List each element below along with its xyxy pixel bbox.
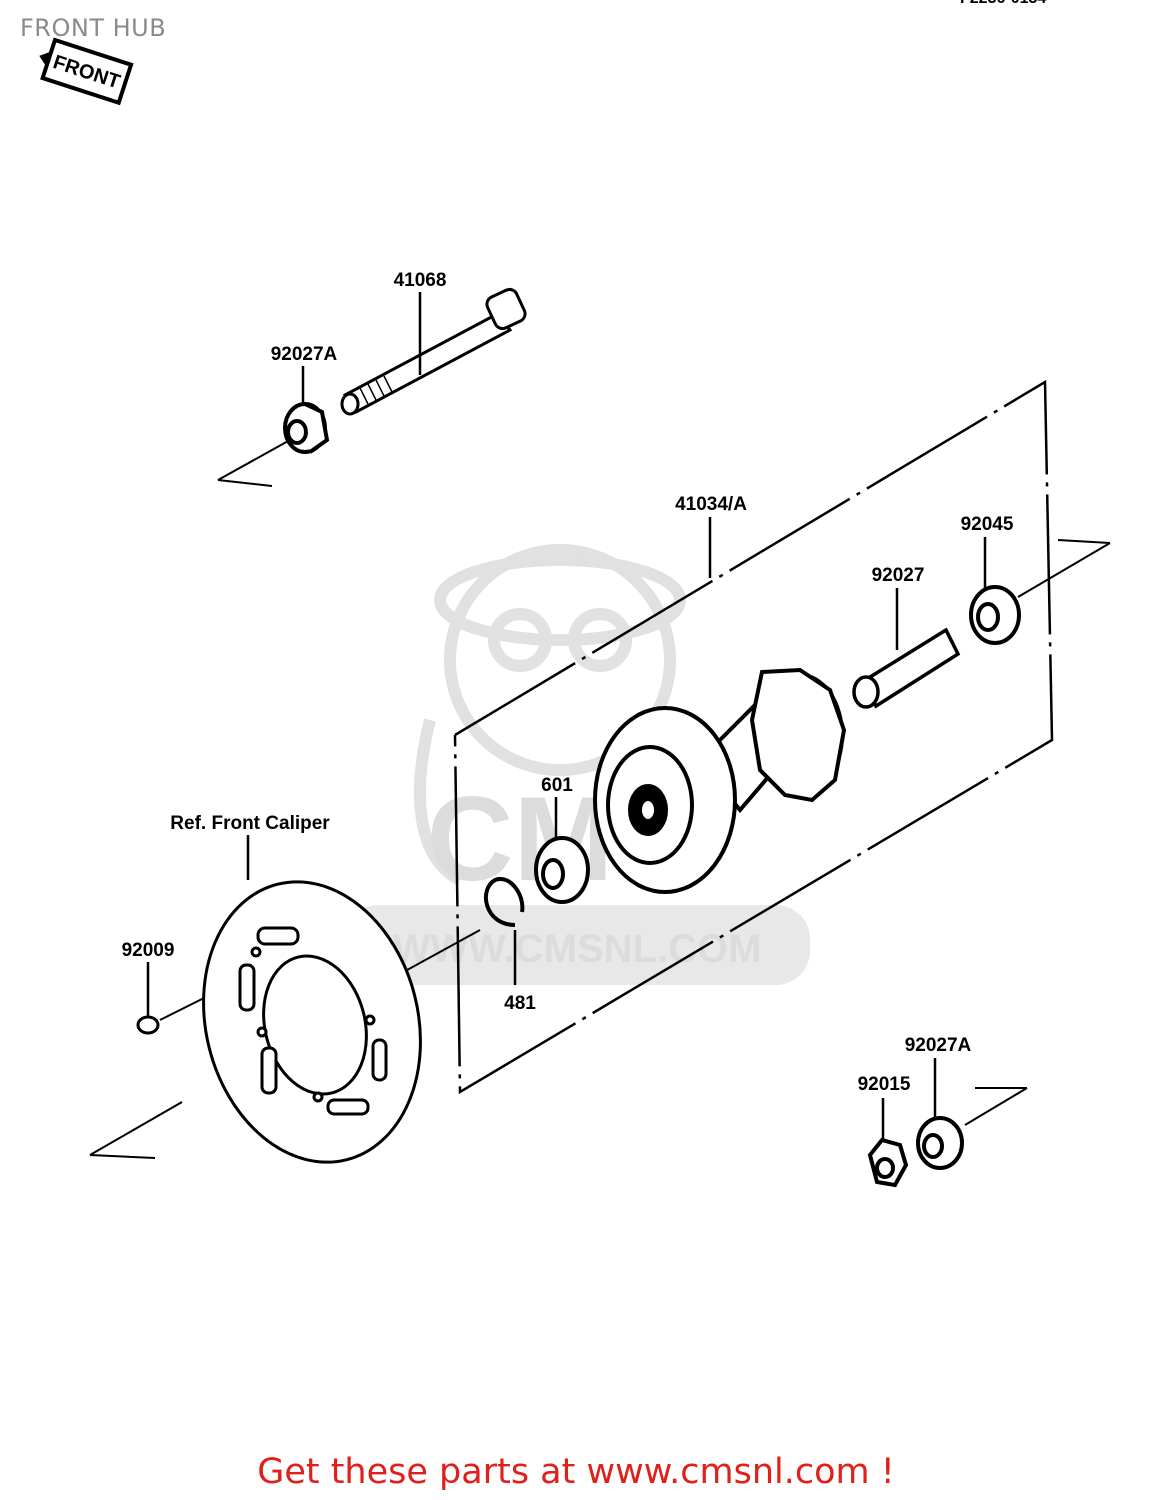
diagram-title: FRONT HUB: [20, 14, 167, 42]
axle-part[interactable]: [340, 287, 528, 416]
footer-cta-link[interactable]: Get these parts at www.cmsnl.com !: [257, 1452, 895, 1492]
spacer-part[interactable]: [852, 627, 961, 709]
bearing-left-part[interactable]: [534, 836, 590, 904]
label-bearing-right: 92045: [961, 514, 1014, 535]
collar-lower-part[interactable]: [916, 1116, 964, 1170]
label-axle: 41068: [394, 270, 447, 291]
label-collar-lower: 92027A: [905, 1035, 972, 1056]
disc-bolt-part[interactable]: [136, 1015, 160, 1035]
exploded-parts-diagram: WWW.CMSNL.COM CMS FRONT: [39, 37, 1111, 1188]
circlip-part[interactable]: [484, 876, 525, 927]
diagram-code: F2236-0134: [960, 0, 1046, 8]
axle-nut-part[interactable]: [867, 1137, 909, 1188]
label-spacer: 92027: [872, 565, 925, 586]
label-collar-upper: 92027A: [271, 344, 338, 365]
label-circlip: 481: [504, 993, 536, 1014]
brake-disc-part[interactable]: [175, 859, 449, 1186]
bearing-right-part[interactable]: [969, 585, 1021, 645]
axle-centerline: [89, 439, 1111, 1159]
label-brake-disc-ref: Ref. Front Caliper: [170, 813, 330, 834]
hub-part[interactable]: [593, 667, 847, 894]
part-labels: 41068 92027A 41034/A 92045 92027 601 481…: [122, 270, 1014, 1095]
watermark-url: WWW.CMSNL.COM: [393, 927, 762, 971]
label-bearing-left: 601: [541, 775, 573, 796]
hub-assembly-outline: [453, 379, 1054, 1095]
label-hub: 41034/A: [675, 494, 747, 515]
front-direction-stamp: FRONT: [39, 37, 134, 106]
label-disc-bolt: 92009: [122, 940, 175, 961]
label-axle-nut: 92015: [858, 1074, 911, 1095]
collar-upper-part[interactable]: [283, 402, 330, 454]
leader-lines: [146, 292, 987, 1142]
